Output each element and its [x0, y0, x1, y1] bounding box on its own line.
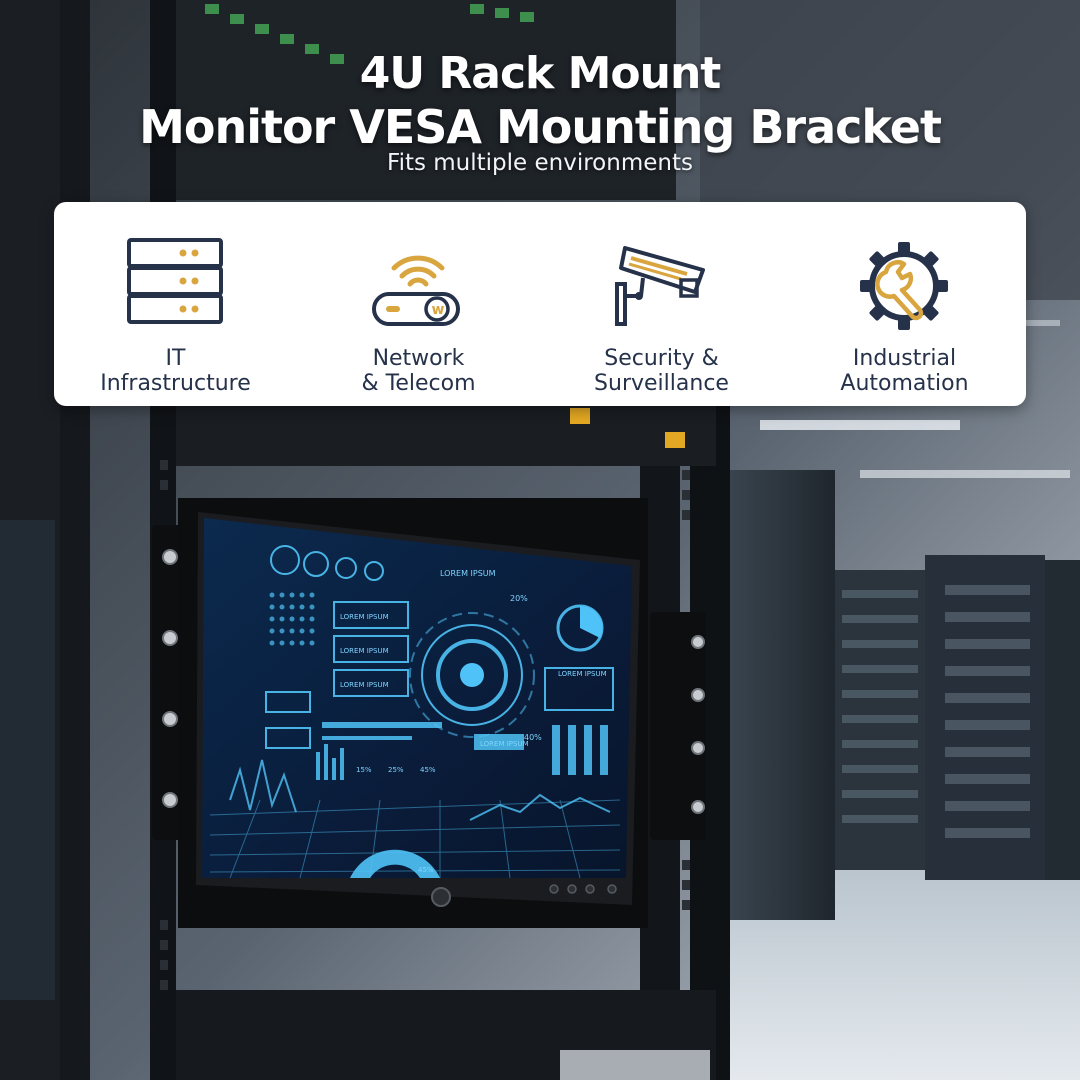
headline-line-1: 4U Rack Mount: [359, 48, 722, 99]
security-camera-icon: [615, 246, 705, 326]
wifi-router-icon: w: [372, 255, 460, 326]
screen-percent-25: 25%: [388, 766, 404, 774]
feature-label-line-1: IT: [165, 346, 186, 371]
subtitle: Fits multiple environments: [387, 150, 693, 176]
server-stack-icon: [127, 238, 223, 324]
screen-label-2: LOREM IPSUM: [340, 613, 389, 621]
screen-label-6: LOREM IPSUM: [480, 740, 529, 748]
headline-line-2: Monitor VESA Mounting Bracket: [139, 100, 942, 154]
feature-label-line-2: Infrastructure: [100, 371, 251, 396]
feature-label-line-1: Network: [372, 346, 465, 371]
svg-text:w: w: [432, 302, 445, 318]
screen-percent-40: 40%: [524, 733, 542, 742]
features-panel: IT Infrastructure w Network & Telecom: [54, 202, 1026, 406]
screen-percent-45-b: 45%: [418, 866, 434, 874]
feature-network-telecom: w Network & Telecom: [297, 202, 540, 406]
feature-label: Network & Telecom: [297, 346, 540, 396]
feature-label: IT Infrastructure: [54, 346, 297, 396]
feature-label-line-1: Security &: [604, 346, 719, 371]
feature-industrial-automation: Industrial Automation: [783, 202, 1026, 406]
screen-percent-20: 20%: [510, 594, 528, 603]
screen-label-4: LOREM IPSUM: [340, 681, 389, 689]
screen-percent-15: 15%: [356, 766, 372, 774]
feature-label-line-2: Surveillance: [594, 371, 729, 396]
feature-label-line-1: Industrial: [852, 346, 957, 371]
screen-label-3: LOREM IPSUM: [340, 647, 389, 655]
gear-wrench-icon: [860, 242, 948, 330]
screen-label-1: LOREM IPSUM: [440, 569, 496, 578]
feature-security-surveillance: Security & Surveillance: [540, 202, 783, 406]
feature-label-line-2: Automation: [840, 371, 969, 396]
feature-label-line-2: & Telecom: [361, 371, 476, 396]
screen-label-5: LOREM IPSUM: [558, 670, 607, 678]
feature-label: Industrial Automation: [783, 346, 1026, 396]
screen-percent-45: 45%: [420, 766, 436, 774]
feature-label: Security & Surveillance: [540, 346, 783, 396]
feature-it-infrastructure: IT Infrastructure: [54, 202, 297, 406]
